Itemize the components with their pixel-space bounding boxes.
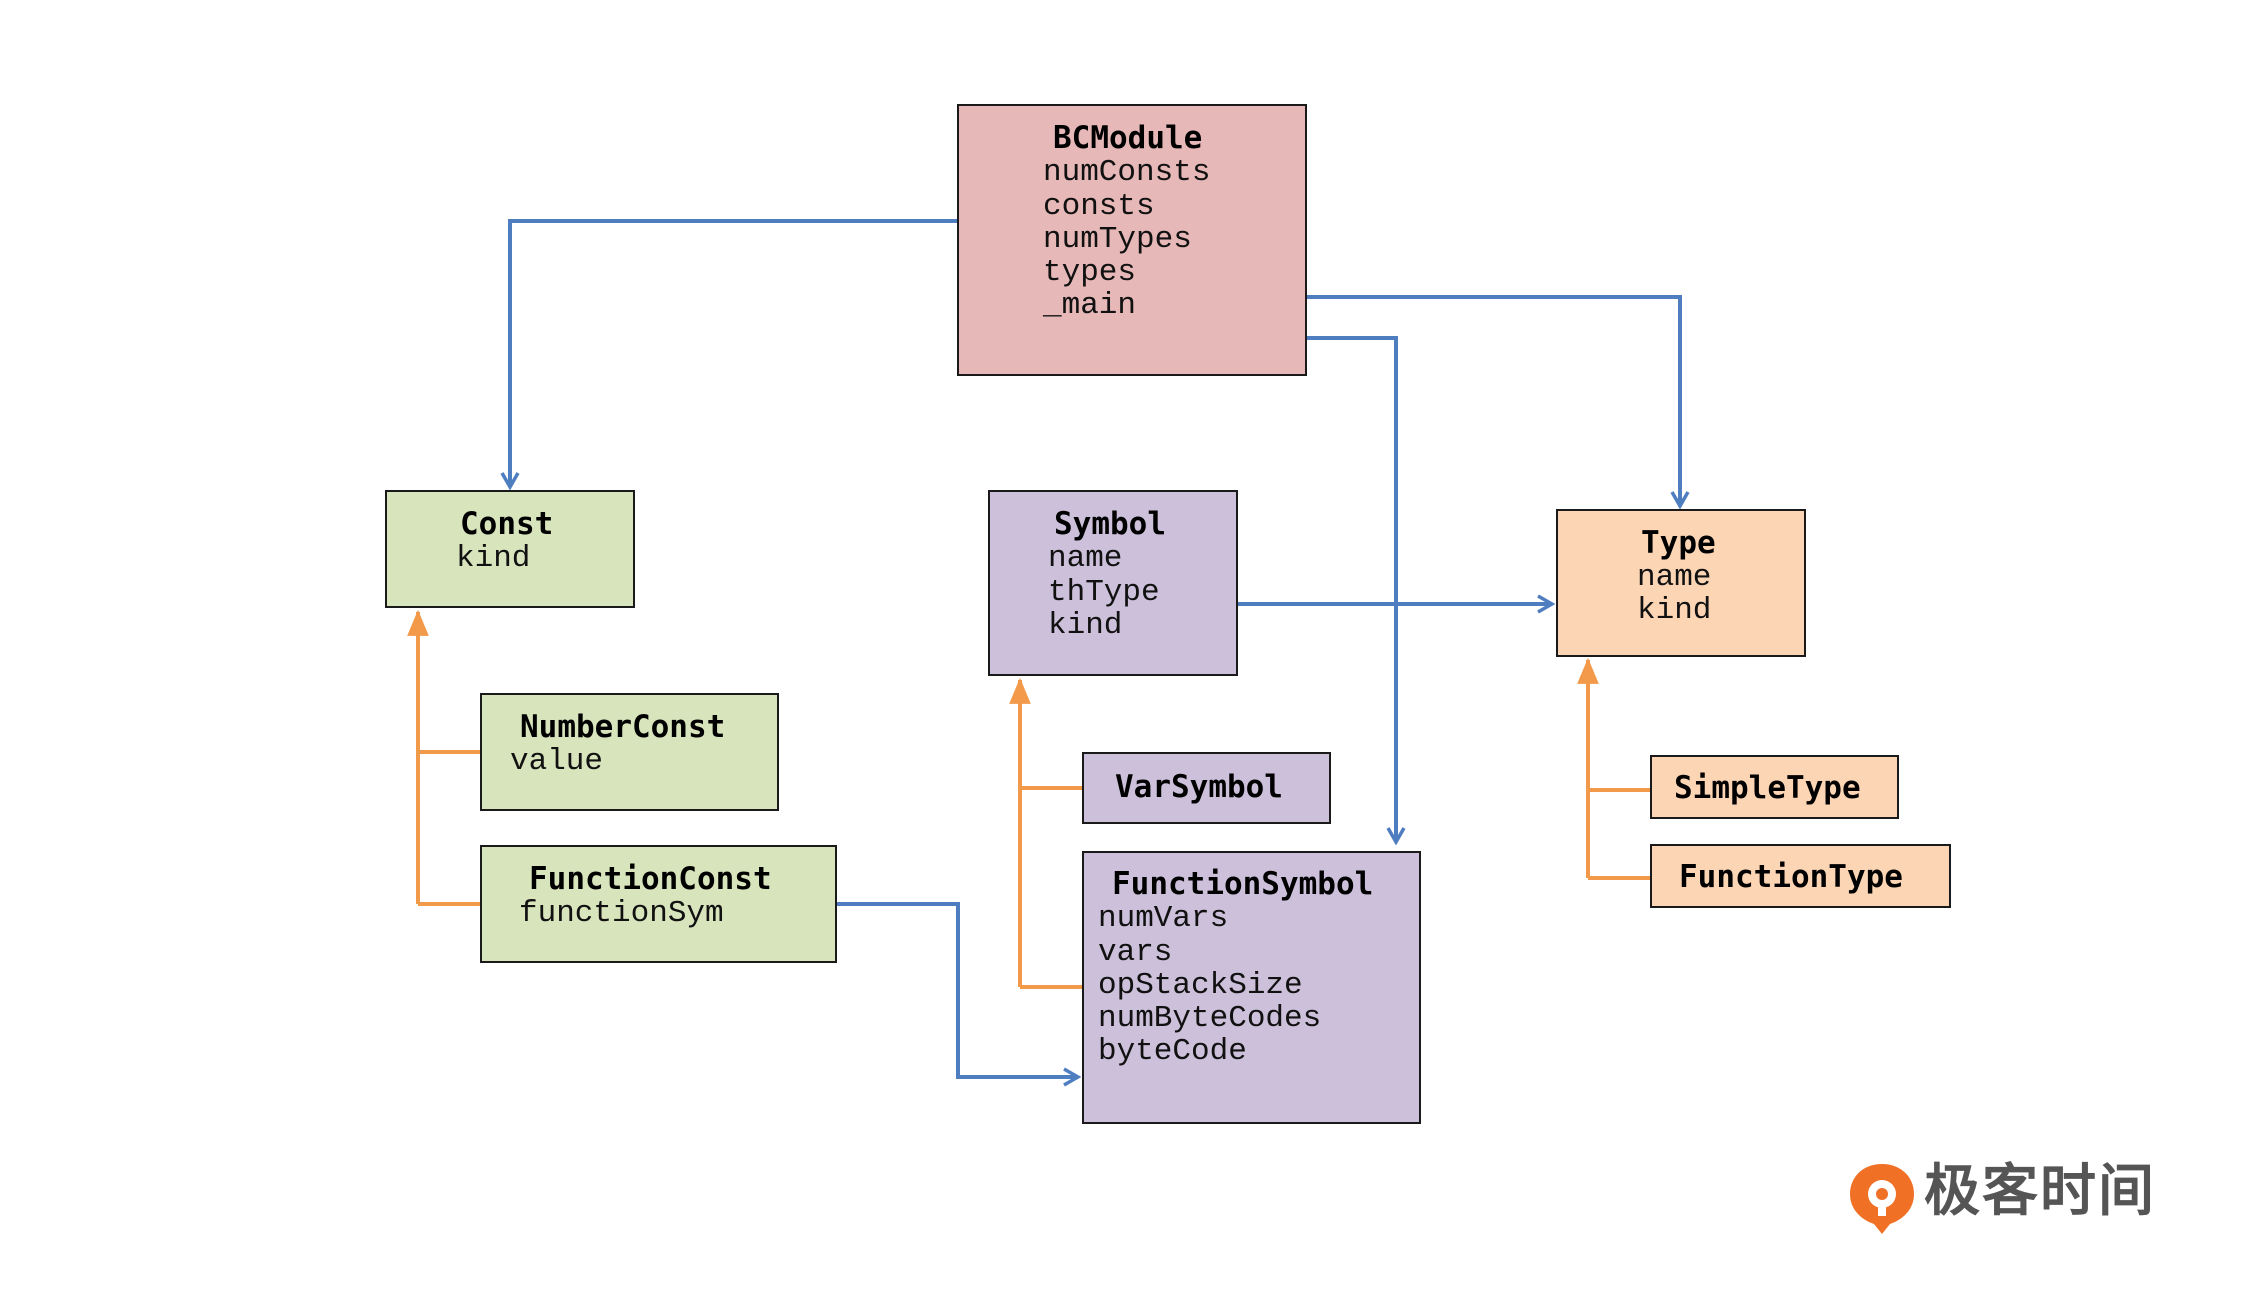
varsymbol-class: VarSymbol (1082, 752, 1331, 824)
bcmodule-field: numTypes (1043, 222, 1192, 257)
functionconst-field: functionSym (519, 896, 724, 931)
simpletype-title: SimpleType (1674, 770, 1861, 806)
symbol-field: kind (1048, 608, 1123, 643)
type-field: name (1637, 560, 1712, 595)
const-class: Const kind (385, 490, 635, 608)
edge-bcmodule-functionsymbol (1306, 336, 1396, 842)
symbol-field: thType (1048, 575, 1160, 610)
const-title: Const (460, 506, 554, 542)
bcmodule-class: BCModule numConsts consts numTypes types… (957, 104, 1307, 376)
simpletype-class: SimpleType (1650, 755, 1899, 819)
geektime-logo-text: 极客时间 (1924, 1159, 2156, 1224)
edge-bcmodule-type (1306, 295, 1680, 506)
type-field: kind (1637, 593, 1712, 628)
geektime-logo: 极客时间 (1842, 1158, 2172, 1238)
bcmodule-title: BCModule (1053, 120, 1203, 156)
edge-functionconst-functionsymbol (836, 902, 1078, 1077)
functionconst-class: FunctionConst functionSym (480, 845, 837, 963)
bcmodule-field: numConsts (1043, 155, 1211, 190)
functionconst-title: FunctionConst (529, 861, 772, 897)
symbol-field: name (1048, 541, 1123, 576)
functionsymbol-field: byteCode (1098, 1034, 1247, 1069)
type-class: Type name kind (1556, 509, 1806, 657)
bcmodule-field: types (1043, 255, 1137, 290)
functionsymbol-field: opStackSize (1098, 968, 1303, 1003)
bcmodule-field: _main (1043, 288, 1137, 323)
symbol-title: Symbol (1054, 506, 1166, 542)
functionsymbol-field: numVars (1098, 901, 1229, 936)
functionsymbol-field: vars (1098, 935, 1173, 970)
numberconst-title: NumberConst (520, 709, 726, 745)
functiontype-title: FunctionType (1679, 859, 1903, 895)
numberconst-field: value (510, 744, 604, 779)
functionsymbol-class: FunctionSymbol numVars vars opStackSize … (1082, 851, 1421, 1124)
numberconst-class: NumberConst value (480, 693, 779, 811)
edge-bcmodule-const (510, 219, 957, 487)
geektime-logo-icon (1850, 1164, 1914, 1234)
functiontype-class: FunctionType (1650, 844, 1951, 908)
symbol-class: Symbol name thType kind (988, 490, 1238, 676)
functionsymbol-field: numByteCodes (1098, 1001, 1322, 1036)
varsymbol-title: VarSymbol (1115, 769, 1283, 805)
const-field: kind (456, 541, 531, 576)
type-title: Type (1641, 525, 1716, 561)
bcmodule-field: consts (1043, 189, 1155, 224)
functionsymbol-title: FunctionSymbol (1112, 866, 1374, 902)
